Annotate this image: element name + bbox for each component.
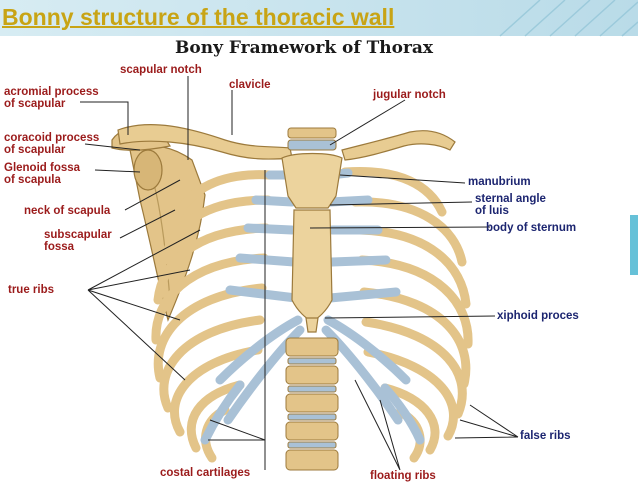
label-glenoid-fossa: Glenoid fossa of scapula <box>4 162 80 186</box>
leader-lines <box>80 76 519 471</box>
clavicles <box>117 124 456 161</box>
label-acromial-process-line1: acromial process <box>4 86 99 98</box>
label-subscapular-fossa-line1: subscapular <box>44 229 112 241</box>
header-stripes-decoration <box>499 0 638 37</box>
label-floating-ribs: floating ribs <box>370 470 436 482</box>
label-neck-of-scapula: neck of scapula <box>24 205 111 217</box>
label-acromial-process-line2: of scapular <box>4 98 66 110</box>
label-sternal-angle-line1: sternal angle <box>475 193 546 205</box>
label-true-ribs: true ribs <box>8 284 55 296</box>
label-false-ribs: false ribs <box>520 430 571 442</box>
sternum <box>281 152 343 333</box>
label-clavicle: clavicle <box>229 79 271 91</box>
label-glenoid-fossa-line1: Glenoid fossa <box>4 162 81 174</box>
label-body-of-sternum: body of sternum <box>486 222 577 234</box>
diagram-title: Bony Framework of Thorax <box>175 38 434 58</box>
scapula <box>111 125 206 322</box>
right-edge-accent <box>630 215 638 275</box>
ribs-right <box>321 166 473 463</box>
label-xiphoid-process: xiphoid proces <box>497 310 579 322</box>
label-acromial-process: acromial process of scapular <box>4 86 99 110</box>
label-jugular-notch: jugular notch <box>373 89 446 101</box>
label-coracoid-process-line2: of scapular <box>4 144 66 156</box>
label-glenoid-fossa-line2: of scapula <box>4 174 61 186</box>
label-subscapular-fossa: subscapular fossa <box>44 229 112 253</box>
ribs-left <box>151 170 305 463</box>
label-costal-cartilages: costal cartilages <box>160 467 251 479</box>
label-coracoid-process-line1: coracoid process <box>4 132 100 144</box>
label-coracoid-process: coracoid process of scapular <box>4 132 99 156</box>
label-scapular-notch: scapular notch <box>120 64 202 76</box>
label-manubrium: manubrium <box>468 176 531 188</box>
slide-title: Bonny structure of the thoracic wall <box>2 4 395 30</box>
vertebral-column <box>285 127 339 471</box>
label-sternal-angle-line2: of luis <box>475 205 509 217</box>
label-subscapular-fossa-line2: fossa <box>44 241 75 253</box>
label-sternal-angle: sternal angle of luis <box>475 193 546 217</box>
